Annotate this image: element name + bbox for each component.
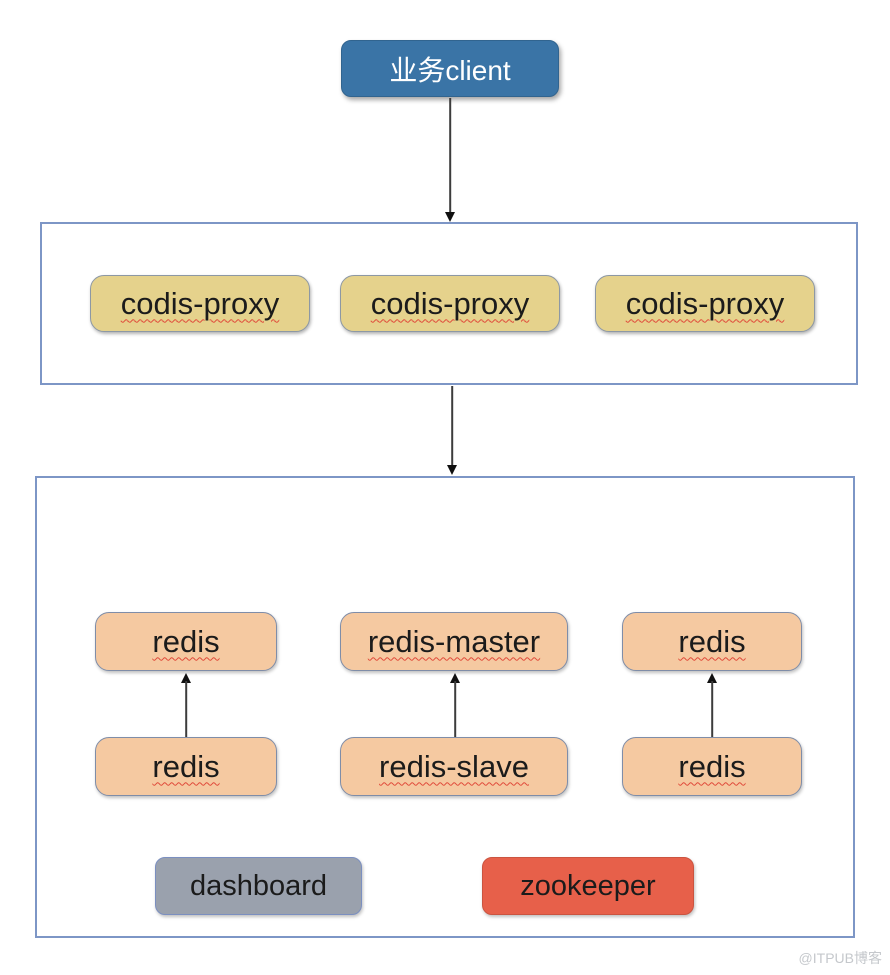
business-client-node: 业务client <box>341 40 559 97</box>
itpub-watermark: @ITPUB博客 <box>798 950 882 966</box>
arrow-head-icon <box>181 673 191 683</box>
redis-master-label: redis-master <box>367 623 541 659</box>
redis-node-left-top: redis <box>95 612 277 671</box>
arrow-head-icon <box>447 465 457 475</box>
redis-node-right-top: redis <box>622 612 802 671</box>
arrow-shaft <box>449 98 451 214</box>
arrow-shaft <box>451 386 453 467</box>
redis-master-node: redis-master <box>340 612 568 671</box>
redis-node-left-bottom: redis <box>95 737 277 796</box>
arrow-client-to-proxy-layer <box>444 98 456 222</box>
arrow-shaft <box>711 681 713 737</box>
arrow-head-icon <box>450 673 460 683</box>
zookeeper-label: zookeeper <box>520 869 656 902</box>
business-client-label: 业务client <box>389 54 511 86</box>
codis-proxy-node-1: codis-proxy <box>90 275 310 332</box>
redis-label: redis <box>152 748 220 784</box>
arrow-shaft <box>454 681 456 737</box>
arrow-head-icon <box>445 212 455 222</box>
arrow-slave-to-master <box>449 673 461 737</box>
redis-label: redis <box>678 748 746 784</box>
codis-proxy-node-3: codis-proxy <box>595 275 815 332</box>
redis-node-right-bottom: redis <box>622 737 802 796</box>
codis-proxy-node-2: codis-proxy <box>340 275 560 332</box>
codis-proxy-label-3: codis-proxy <box>625 285 785 321</box>
redis-slave-label: redis-slave <box>379 748 529 784</box>
arrow-shaft <box>185 681 187 737</box>
codis-proxy-label-1: codis-proxy <box>120 285 280 321</box>
arrow-redis-right <box>706 673 718 737</box>
zookeeper-node: zookeeper <box>482 857 694 915</box>
dashboard-node: dashboard <box>155 857 362 915</box>
codis-proxy-label-2: codis-proxy <box>370 285 530 321</box>
redis-label: redis <box>152 623 220 659</box>
dashboard-label: dashboard <box>189 869 328 902</box>
arrow-redis-left <box>180 673 192 737</box>
redis-slave-node: redis-slave <box>340 737 568 796</box>
arrow-head-icon <box>707 673 717 683</box>
arrow-proxy-to-storage-layer <box>446 386 458 475</box>
redis-label: redis <box>678 623 746 659</box>
